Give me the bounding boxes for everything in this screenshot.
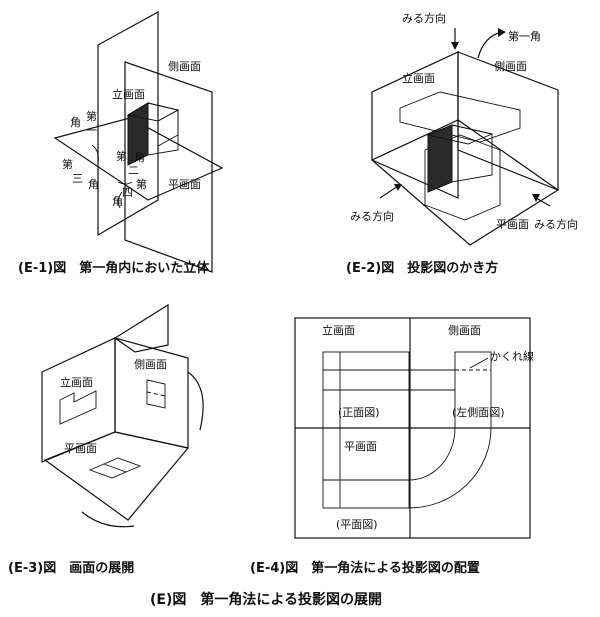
e2-block-dark-face (427, 124, 453, 193)
e4-plan-view-label: (平面図) (336, 518, 378, 531)
e2-front-plane (371, 51, 459, 199)
e4-diagram (294, 317, 531, 539)
e4-plan-view (322, 427, 410, 509)
e2-plane-label: 平画面 (496, 218, 529, 231)
e1-q3-b: 三 (72, 172, 83, 185)
e4-caption: (E-4)図 第一角法による投影図の配置 (250, 560, 480, 576)
e2-arrow-right (535, 197, 551, 207)
e1-q4-a: 四 (122, 186, 133, 199)
e2-view-left-label: みる方向 (350, 209, 394, 223)
e4-transfer-arc-inner (408, 427, 456, 481)
e3-side-label: 側画面 (134, 358, 167, 371)
e4-left-view-label: (左側面図) (452, 406, 505, 419)
e1-q2-c: 第 (116, 149, 127, 163)
e3-rotation-arc-right (187, 371, 204, 431)
e1-caption: (E-1)図 第一角内においた立体 (18, 260, 210, 276)
e1-q1-b: 一 (86, 124, 97, 137)
e1-plane-label: 平画面 (168, 178, 201, 191)
e2-diagram (370, 28, 560, 246)
e3-horizontal-plane (43, 431, 190, 521)
e1-quadrant-arrow-2 (117, 181, 133, 185)
e1-diagram (53, 10, 224, 273)
figure-title: (E)図 第一角法による投影図の展開 (150, 591, 382, 608)
e2-front-projection (399, 91, 521, 143)
e2-horizontal-plane (370, 119, 560, 246)
e4-transfer-arc-outer (408, 427, 492, 509)
e3-side-plane (114, 337, 189, 449)
e4-plane-label: 平画面 (344, 440, 377, 453)
e2-caption: (E-2)図 投影図のかき方 (346, 260, 498, 276)
e3-plan-shape (88, 457, 142, 479)
e1-quadrant-arrow-1 (91, 144, 99, 164)
e1-front-plane (97, 10, 159, 237)
e1-quadrant-arrow-3 (117, 191, 123, 209)
e1-q4-c: 第 (136, 177, 147, 191)
e1-side-label: 側画面 (168, 60, 201, 73)
e4-front-view-label: (正面図) (338, 406, 380, 419)
e3-plane-label: 平画面 (64, 442, 97, 455)
e2-view-top-label: みる方向 (402, 11, 446, 25)
e4-front-label: 立画面 (322, 323, 355, 337)
e2-plan-projection (424, 134, 501, 221)
e1-q1-c: 角 (70, 116, 81, 129)
e3-front-shape (59, 390, 97, 425)
e3-diagram (41, 303, 204, 528)
e3-side-shape (146, 379, 166, 409)
e1-q3-a: 第 (62, 157, 73, 171)
e2-side-label: 側画面 (494, 60, 527, 73)
e3-rotation-arc-bottom (81, 511, 135, 528)
e2-arrow-left (379, 185, 399, 199)
e1-q2-b: 二 (128, 164, 139, 177)
e3-caption: (E-3)図 画面の展開 (8, 561, 134, 576)
e3-top-flap (113, 303, 169, 353)
e1-horizontal-plane (53, 117, 224, 201)
e2-view-right-label: みる方向 (534, 217, 578, 231)
e1-side-plane (124, 61, 213, 273)
e1-q3-c: 角 (88, 178, 99, 191)
e1-q4-b: 角 (112, 195, 123, 208)
e1-q2-a: 角 (134, 151, 145, 164)
e4-side-label: 側画面 (448, 324, 481, 337)
e3-front-label: 立画面 (60, 375, 93, 389)
e2-front-label: 立画面 (402, 71, 435, 85)
e2-first-angle-label: 第一角 (508, 29, 541, 43)
e4-hidden-label: かくれ線 (490, 349, 534, 363)
e1-front-label: 立画面 (112, 87, 145, 101)
e1-q1-a: 第 (86, 109, 97, 123)
